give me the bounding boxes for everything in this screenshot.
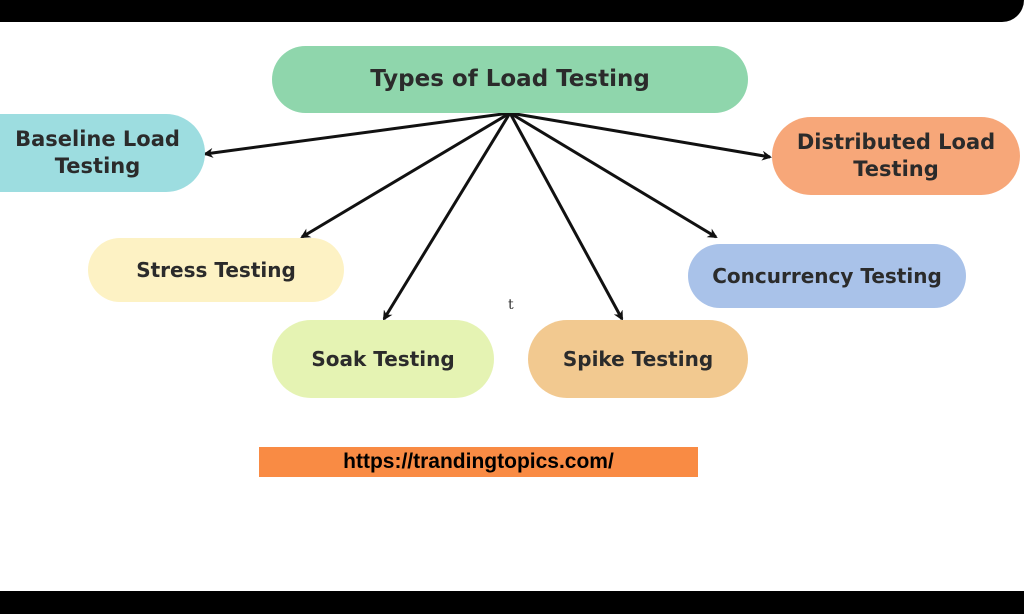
node-label: Distributed Load Testing: [796, 129, 996, 181]
arrow-to-spike: [508, 112, 624, 321]
arrow-to-baseline: [203, 111, 511, 158]
arrow-to-stress: [300, 111, 511, 239]
node-label: Baseline Load Testing: [15, 126, 180, 178]
node-distributed-load-testing: Distributed Load Testing: [772, 117, 1020, 195]
bottom-black-bar: [0, 591, 1024, 614]
top-black-bar: [0, 0, 1024, 22]
website-url-banner[interactable]: https://trandingtopics.com/: [259, 447, 698, 477]
node-spike-testing: Spike Testing: [528, 320, 748, 398]
node-soak-testing: Soak Testing: [272, 320, 494, 398]
node-label: Soak Testing: [311, 347, 455, 371]
stray-character: t: [508, 297, 514, 313]
node-label: Spike Testing: [562, 347, 714, 371]
node-label: Stress Testing: [136, 258, 296, 282]
website-url-text[interactable]: https://trandingtopics.com/: [343, 450, 614, 473]
node-stress-testing: Stress Testing: [88, 238, 344, 302]
root-node-label: Types of Load Testing: [370, 65, 650, 92]
node-baseline-load-testing: Baseline Load Testing: [0, 114, 205, 192]
arrow-to-distributed: [509, 111, 772, 161]
node-concurrency-testing: Concurrency Testing: [688, 244, 966, 308]
node-label: Concurrency Testing: [712, 264, 942, 288]
arrow-to-concurrency: [509, 111, 718, 239]
root-node-types-of-load-testing: Types of Load Testing: [272, 46, 748, 113]
arrow-to-soak: [382, 112, 512, 321]
